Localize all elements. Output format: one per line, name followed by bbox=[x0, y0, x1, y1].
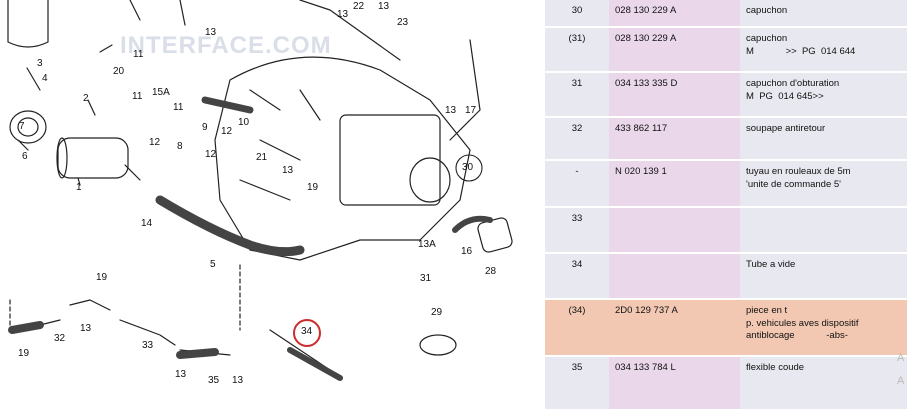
filter-body bbox=[57, 137, 129, 179]
cell-position: 30 bbox=[545, 0, 609, 26]
diagram-label: 7 bbox=[19, 121, 25, 132]
cell-reference bbox=[609, 254, 740, 298]
diagram-label: 8 bbox=[177, 141, 183, 152]
cell-reference: 2D0 129 737 A bbox=[609, 300, 740, 355]
diagram-label: 1 bbox=[76, 182, 82, 193]
diagram-label: 11 bbox=[173, 102, 184, 113]
diagram-label: 13 bbox=[378, 1, 390, 12]
table-row[interactable]: 32 433 862 117 soupape antiretour bbox=[545, 118, 907, 159]
parts-table: 30 028 130 229 A capuchon (31) 028 130 2… bbox=[545, 0, 907, 415]
cell-description: Tube a vide bbox=[740, 254, 907, 298]
callout-34-circle bbox=[293, 319, 321, 347]
cell-position: (31) bbox=[545, 28, 609, 71]
diagram-label: 6 bbox=[22, 151, 28, 162]
diagram-label: 12 bbox=[221, 126, 233, 137]
diagram-label: 15A bbox=[152, 87, 170, 98]
diagram-label: 19 bbox=[96, 272, 108, 283]
cell-position: 32 bbox=[545, 118, 609, 159]
diagram-label: 3 bbox=[37, 58, 43, 69]
cell-reference: 433 862 117 bbox=[609, 118, 740, 159]
diagram-label: 11 bbox=[132, 91, 143, 102]
callout-30-circle bbox=[455, 154, 483, 182]
diagram-label: 13 bbox=[80, 323, 92, 334]
diagram-label: 35 bbox=[208, 375, 220, 386]
table-row[interactable]: 33 bbox=[545, 208, 907, 252]
cell-reference bbox=[609, 208, 740, 252]
cell-position: 31 bbox=[545, 73, 609, 116]
table-row[interactable]: 35 034 133 784 L flexible coude bbox=[545, 357, 907, 409]
side-glyph: A bbox=[897, 352, 905, 364]
diagram-label: 33 bbox=[142, 340, 154, 351]
cell-reference: 028 130 229 A bbox=[609, 28, 740, 71]
diagram-label: 28 bbox=[485, 266, 497, 277]
diagram-label: 5 bbox=[210, 259, 216, 270]
diagram-label: 19 bbox=[307, 182, 319, 193]
diagram-label: 13 bbox=[282, 165, 294, 176]
diagram-drawing bbox=[7, 0, 513, 381]
diagram-label: 10 bbox=[238, 117, 250, 128]
diagram-label: 11 bbox=[133, 49, 144, 60]
canister-shape bbox=[7, 0, 49, 48]
diagram-label: 13A bbox=[418, 239, 436, 250]
diagram-label: 29 bbox=[431, 307, 443, 318]
cell-description: capuchon bbox=[740, 0, 907, 26]
exploded-parts-diagram: INTERFACE.COM 13 22 13 23 13 20 11 15A 1… bbox=[7, 0, 513, 386]
diagram-label: 13 bbox=[445, 105, 457, 116]
cell-position: - bbox=[545, 161, 609, 206]
diagram-label: 17 bbox=[465, 105, 477, 116]
diagram-label: 16 bbox=[461, 246, 473, 257]
diagram-label: 32 bbox=[54, 333, 66, 344]
cell-reference: 034 133 335 D bbox=[609, 73, 740, 116]
diagram-label: 2 bbox=[83, 93, 89, 104]
table-row[interactable]: 30 028 130 229 A capuchon bbox=[545, 0, 907, 26]
cell-reference: 034 133 784 L bbox=[609, 357, 740, 409]
table-row[interactable]: 34 Tube a vide bbox=[545, 254, 907, 298]
cell-position: 35 bbox=[545, 357, 609, 409]
diagram-label: 34 bbox=[301, 326, 313, 337]
clamp-6 bbox=[9, 110, 47, 144]
cell-position: 34 bbox=[545, 254, 609, 298]
diagram-label: 13 bbox=[232, 375, 244, 386]
cell-reference: N 020 139 1 bbox=[609, 161, 740, 206]
cell-reference: 028 130 229 A bbox=[609, 0, 740, 26]
diagram-label: 31 bbox=[420, 273, 432, 284]
diagram-label: 19 bbox=[18, 348, 30, 359]
diagram-label: 21 bbox=[256, 152, 268, 163]
cell-description: tuyau en rouleaux de 5m'unite de command… bbox=[740, 161, 907, 206]
diagram-label: 9 bbox=[202, 122, 208, 133]
hose-5 bbox=[155, 195, 305, 257]
diagram-label: 20 bbox=[113, 66, 125, 77]
diagram-label: 23 bbox=[397, 17, 409, 28]
cell-description: soupape antiretour bbox=[740, 118, 907, 159]
table-row[interactable]: - N 020 139 1 tuyau en rouleaux de 5m'un… bbox=[545, 161, 907, 206]
side-glyph: A bbox=[897, 375, 905, 387]
diagram-label: 14 bbox=[141, 218, 153, 229]
diagram-label: 13 bbox=[175, 369, 187, 380]
manifold-outline bbox=[214, 56, 471, 261]
cell-position: 33 bbox=[545, 208, 609, 252]
throttle-body bbox=[339, 114, 441, 206]
diagram-label: 13 bbox=[337, 9, 349, 20]
watermark: INTERFACE.COM bbox=[120, 32, 332, 59]
diagram-label: 13 bbox=[205, 27, 217, 38]
diagram-label: 4 bbox=[42, 73, 48, 84]
diagram-label: 12 bbox=[149, 137, 161, 148]
diagram-label: 12 bbox=[205, 149, 217, 160]
cell-description bbox=[740, 208, 907, 252]
diagram-label: 30 bbox=[462, 162, 474, 173]
cell-position: (34) bbox=[545, 300, 609, 355]
cell-description: flexible coude bbox=[740, 357, 907, 409]
diagram-label: 22 bbox=[353, 1, 365, 12]
